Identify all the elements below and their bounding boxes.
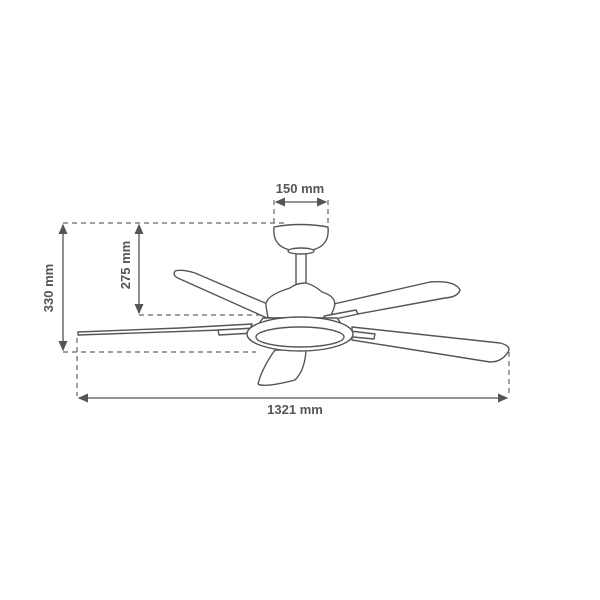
canopy-width-label: 150 mm [276,181,324,196]
motor-housing [265,282,336,319]
dimension-lines [58,197,510,403]
blade-bottom [257,349,307,387]
blade-back-right [324,280,461,319]
total-height-label: 330 mm [41,264,56,312]
light-panel [255,326,345,348]
canopy-collar [287,247,315,255]
rod-height-label: 275 mm [118,241,133,289]
blade-front-right [351,326,510,363]
downrod [295,251,307,288]
fan-drawing [77,223,510,387]
canopy [273,223,329,251]
blade-span-label: 1321 mm [267,402,323,417]
blade-left [77,323,253,336]
